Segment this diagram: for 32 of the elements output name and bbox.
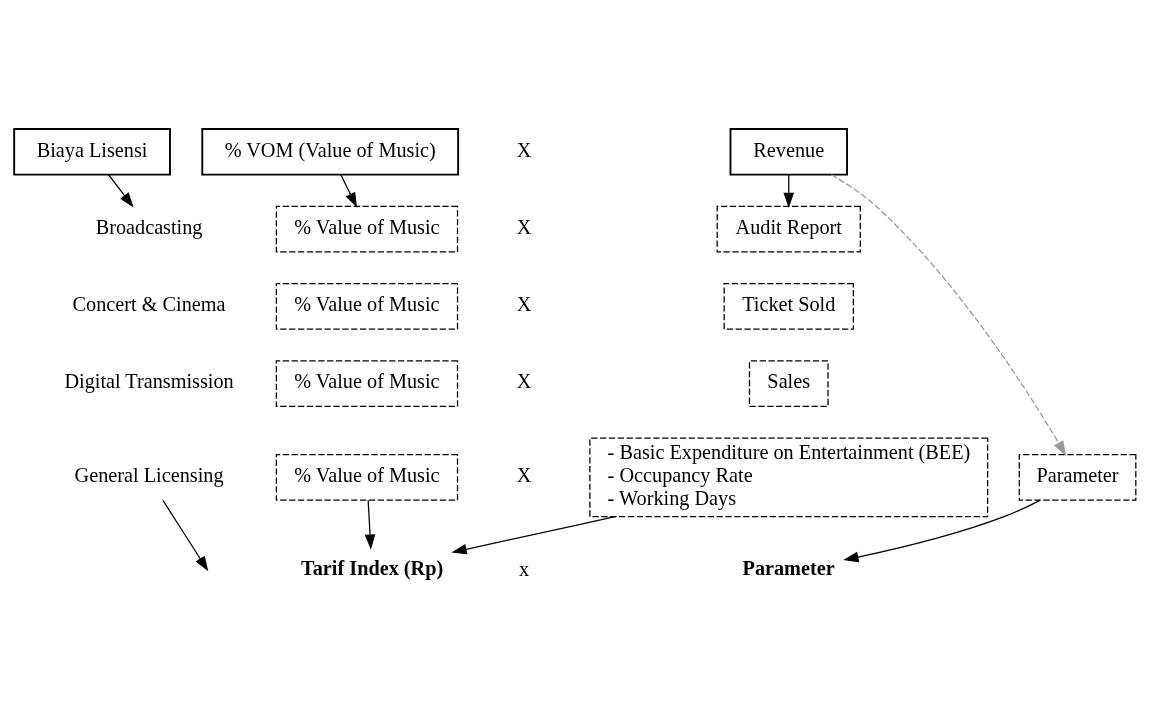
- label: X: [516, 369, 532, 392]
- label: X: [516, 292, 532, 315]
- node-text: General Licensing: [74, 463, 224, 486]
- node-box: % Value of Music: [275, 359, 459, 407]
- node-box: % VOM (Value of Music): [201, 127, 460, 176]
- arrow: [451, 515, 616, 554]
- node-text: Digital Transmission: [64, 369, 234, 392]
- node-box: Revenue: [729, 127, 848, 176]
- node-box: Parameter: [1018, 453, 1137, 501]
- node-box: % Value of Music: [275, 282, 459, 330]
- arrow: [340, 173, 358, 208]
- node-box: % Value of Music: [275, 453, 459, 501]
- node-box: Biaya Lisensi: [13, 127, 171, 176]
- node-box: Audit Report: [716, 205, 861, 253]
- label: X: [516, 463, 532, 486]
- node-text: Broadcasting: [95, 215, 203, 238]
- arrow: [830, 173, 1067, 456]
- node-box: - Basic Expenditure on Entertainment (BEE) - Occupancy Rate - Working Days: [589, 437, 989, 517]
- arrow: [107, 173, 134, 208]
- node-text: Parameter: [742, 556, 835, 579]
- arrow: [162, 499, 209, 571]
- arrow: [364, 499, 376, 550]
- node-text: Tarif Index (Rp): [301, 556, 444, 579]
- arrow: [843, 499, 1041, 562]
- node-box: % Value of Music: [275, 205, 459, 253]
- node-box: Sales: [748, 359, 829, 407]
- arrow: [783, 173, 795, 208]
- node-box: Ticket Sold: [723, 282, 854, 330]
- label: X: [516, 215, 532, 238]
- label: X: [516, 138, 532, 161]
- label: x: [518, 557, 530, 580]
- node-text: Concert & Cinema: [72, 292, 226, 315]
